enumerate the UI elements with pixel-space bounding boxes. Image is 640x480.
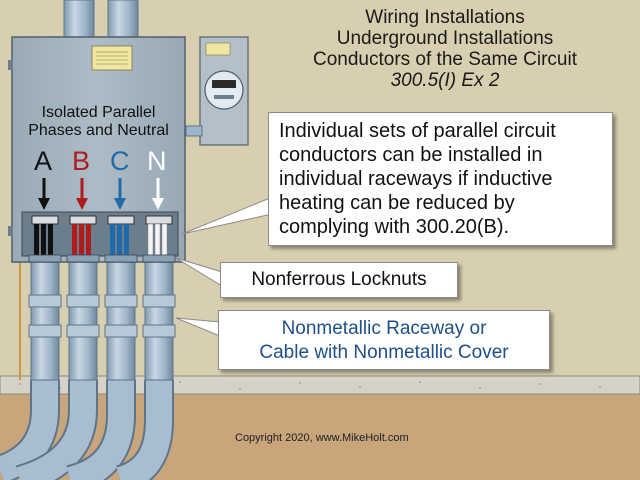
phase-label-c: C (110, 146, 130, 176)
panel-hinge (8, 226, 13, 236)
conduits-below-panel (28, 261, 176, 381)
slab-texture (19, 381, 601, 390)
panel-label-line-2: Phases and Neutral (28, 122, 169, 139)
locknuts-callout: Nonferrous Locknuts (220, 262, 458, 298)
main-callout-line-4: heating can be reduced by (279, 192, 515, 214)
raceway-callout-line-1: Nonmetallic Raceway or (281, 318, 487, 339)
panel-label: Isolated Parallel Phases and Neutral (12, 104, 185, 140)
phase-label-n: N (147, 146, 167, 176)
main-callout-line-2: conductors can be installed in (279, 144, 543, 166)
phase-label-a: A (34, 146, 53, 176)
phase-label-b: B (72, 146, 91, 176)
conductor-bundles (31, 215, 173, 259)
raceway-callout: Nonmetallic Raceway or Cable with Nonmet… (218, 310, 550, 370)
title-line-4: 300.5(I) Ex 2 (390, 70, 500, 91)
underground-bends (0, 380, 174, 480)
raceway-callout-line-2: Cable with Nonmetallic Cover (259, 342, 509, 363)
copyright: Copyright 2020, www.MikeHolt.com (235, 432, 409, 444)
panel-warning-label (91, 45, 133, 71)
panel-label-line-1: Isolated Parallel (41, 104, 156, 121)
title-line-1: Wiring Installations (365, 7, 525, 28)
title-line-3: Conductors of the Same Circuit (312, 49, 577, 70)
phase-arrows (38, 178, 164, 210)
main-callout-line-3: individual raceways if inductive (279, 168, 553, 190)
title-line-2: Underground Installations (336, 28, 554, 49)
main-callout-line-1: Individual sets of parallel circuit (279, 120, 556, 142)
main-callout-line-5: complying with 300.20(B). (279, 216, 510, 238)
panel-hinge (8, 60, 13, 70)
locknuts (28, 254, 176, 263)
conduit-top-1 (63, 0, 95, 39)
conduit-top-2 (107, 0, 139, 39)
main-callout: Individual sets of parallel circuit cond… (268, 112, 613, 246)
utility-meter (185, 36, 249, 146)
